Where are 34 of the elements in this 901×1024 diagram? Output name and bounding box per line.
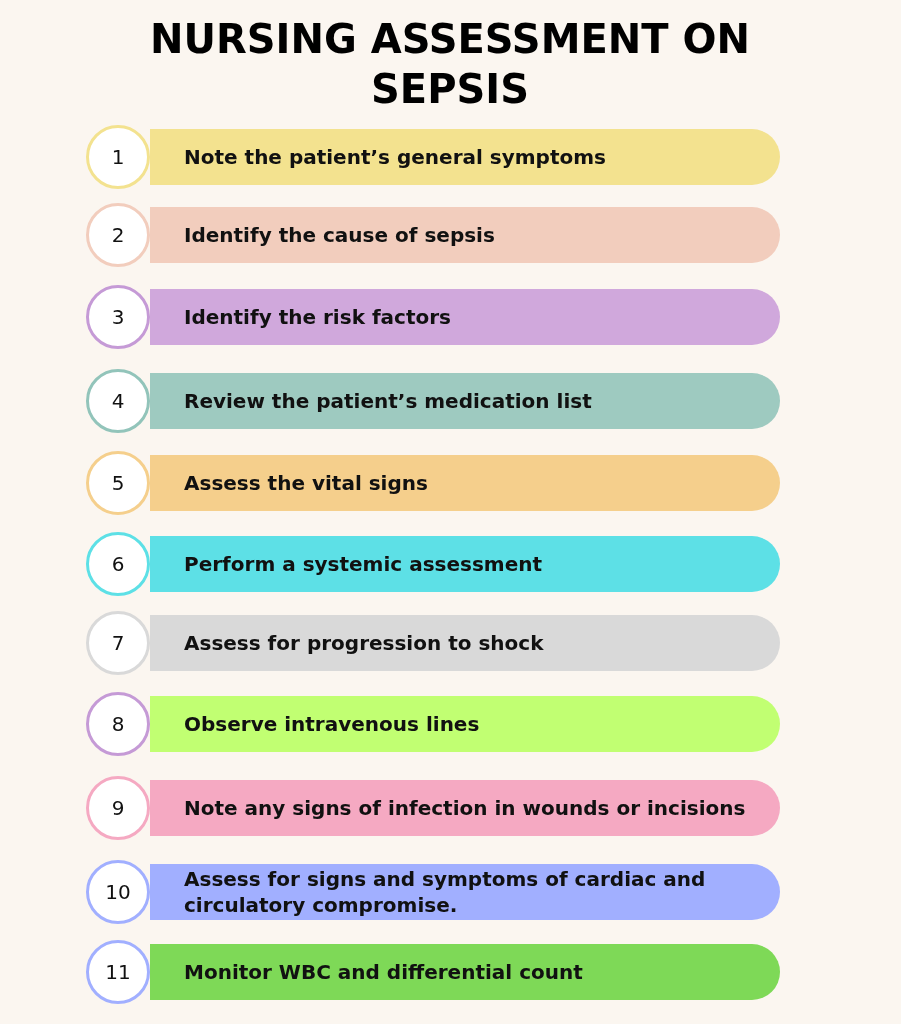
step-number: 1 bbox=[86, 125, 150, 189]
step-bar bbox=[150, 455, 780, 511]
step-bar bbox=[150, 373, 780, 429]
step-number: 2 bbox=[86, 203, 150, 267]
step-number: 3 bbox=[86, 285, 150, 349]
step-number: 7 bbox=[86, 611, 150, 675]
step-text: Assess for progression to shock bbox=[184, 630, 545, 656]
step-bar bbox=[150, 696, 780, 752]
step-text: Perform a systemic assessment bbox=[184, 551, 544, 577]
step-text: Note the patient’s general symptoms bbox=[184, 144, 607, 170]
step-bar bbox=[150, 944, 780, 1000]
step-text: Monitor WBC and differential count bbox=[184, 959, 584, 985]
step-text: Assess the vital signs bbox=[184, 470, 429, 496]
step-number: 4 bbox=[86, 369, 150, 433]
title: NURSING ASSESSMENT ON SEPSIS bbox=[149, 15, 751, 114]
step-text: Identify the cause of sepsis bbox=[184, 222, 496, 248]
step-text: Identify the risk factors bbox=[184, 304, 452, 330]
step-bar bbox=[150, 780, 780, 836]
step-bar bbox=[150, 129, 780, 185]
step-text: Note any signs of infection in wounds or incisions bbox=[184, 795, 747, 821]
step-number: 11 bbox=[86, 940, 150, 1004]
step-number: 5 bbox=[86, 451, 150, 515]
step-text: Observe intravenous lines bbox=[184, 711, 481, 737]
step-bar bbox=[150, 207, 780, 263]
step-bar bbox=[150, 536, 780, 592]
step-text: Assess for signs and symptoms of cardiac and circulatory compromise. bbox=[184, 866, 707, 918]
step-bar bbox=[150, 289, 780, 345]
step-bar bbox=[150, 864, 780, 920]
step-number: 10 bbox=[86, 860, 150, 924]
step-text: Review the patient’s medication list bbox=[184, 388, 593, 414]
step-number: 9 bbox=[86, 776, 150, 840]
step-bar bbox=[150, 615, 780, 671]
step-number: 8 bbox=[86, 692, 150, 756]
step-number: 6 bbox=[86, 532, 150, 596]
